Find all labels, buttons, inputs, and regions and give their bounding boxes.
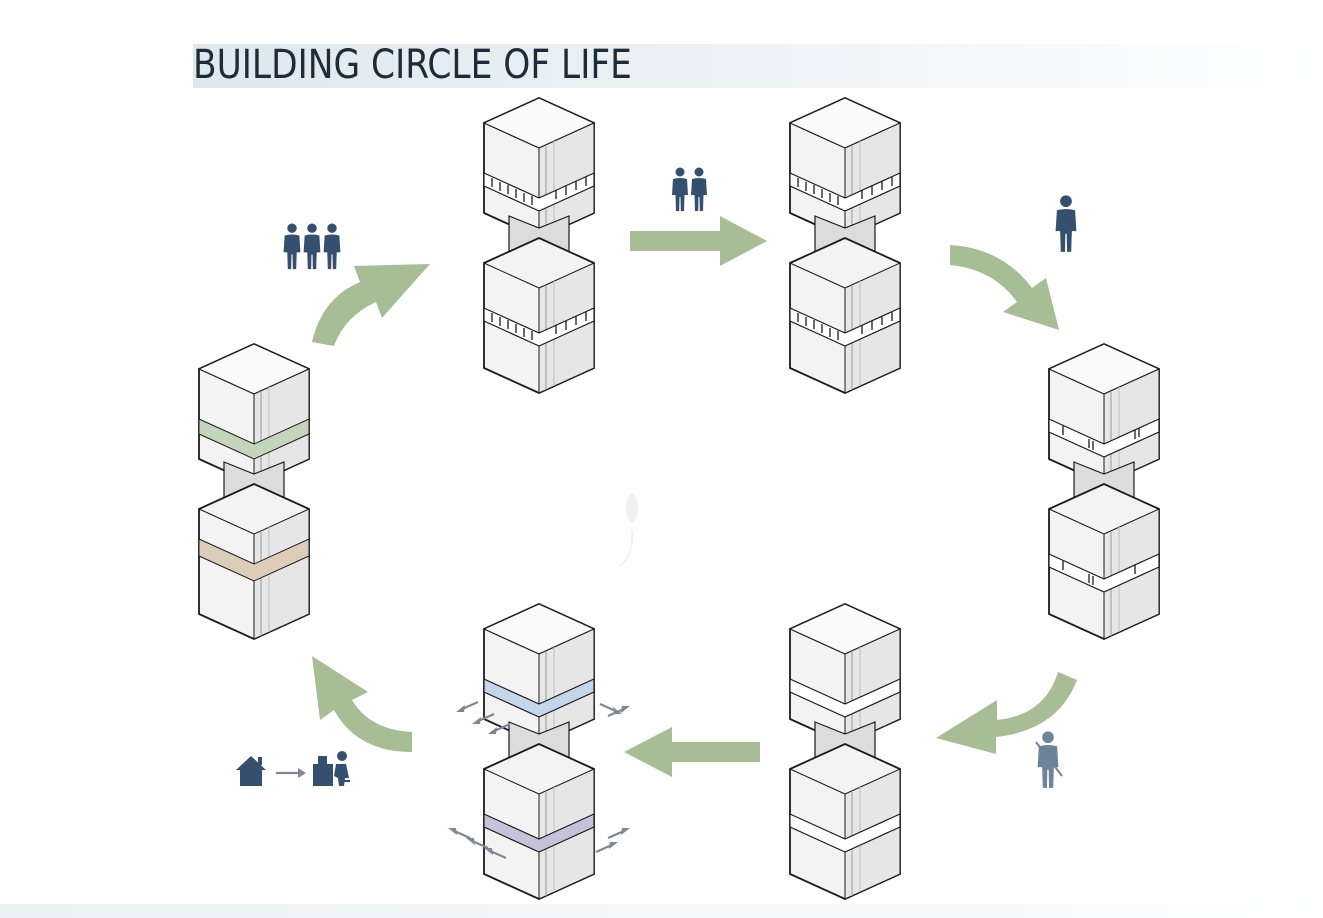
house-icon [236, 756, 266, 786]
arrow-bottom [624, 727, 760, 777]
worker-icon [1035, 731, 1063, 788]
three-people-icon [283, 223, 341, 270]
arrow-bottom-left [312, 656, 412, 752]
center-mark [619, 494, 638, 567]
person-icon [1055, 195, 1077, 252]
page-title: BUILDING CIRCLE OF LIFE [193, 42, 632, 88]
arrow-top [630, 216, 767, 266]
bottom-band [0, 904, 1323, 918]
tower-vacant [789, 603, 901, 900]
tower-partial-occupancy [789, 97, 901, 394]
arrow-top-right [950, 245, 1059, 330]
arrow-bottom-right [936, 672, 1077, 754]
house-to-office-arrow [276, 768, 306, 778]
tower-ventilation [483, 603, 595, 900]
arrow-top-left [312, 264, 430, 346]
two-people-icon [672, 167, 707, 211]
cycle-arrows [312, 216, 1077, 777]
tower-full-occupancy [483, 97, 595, 394]
office-worker-icon [313, 751, 350, 786]
tower-low-occupancy [1048, 343, 1160, 640]
title-band [193, 44, 1313, 88]
tower-conversion [198, 343, 310, 640]
